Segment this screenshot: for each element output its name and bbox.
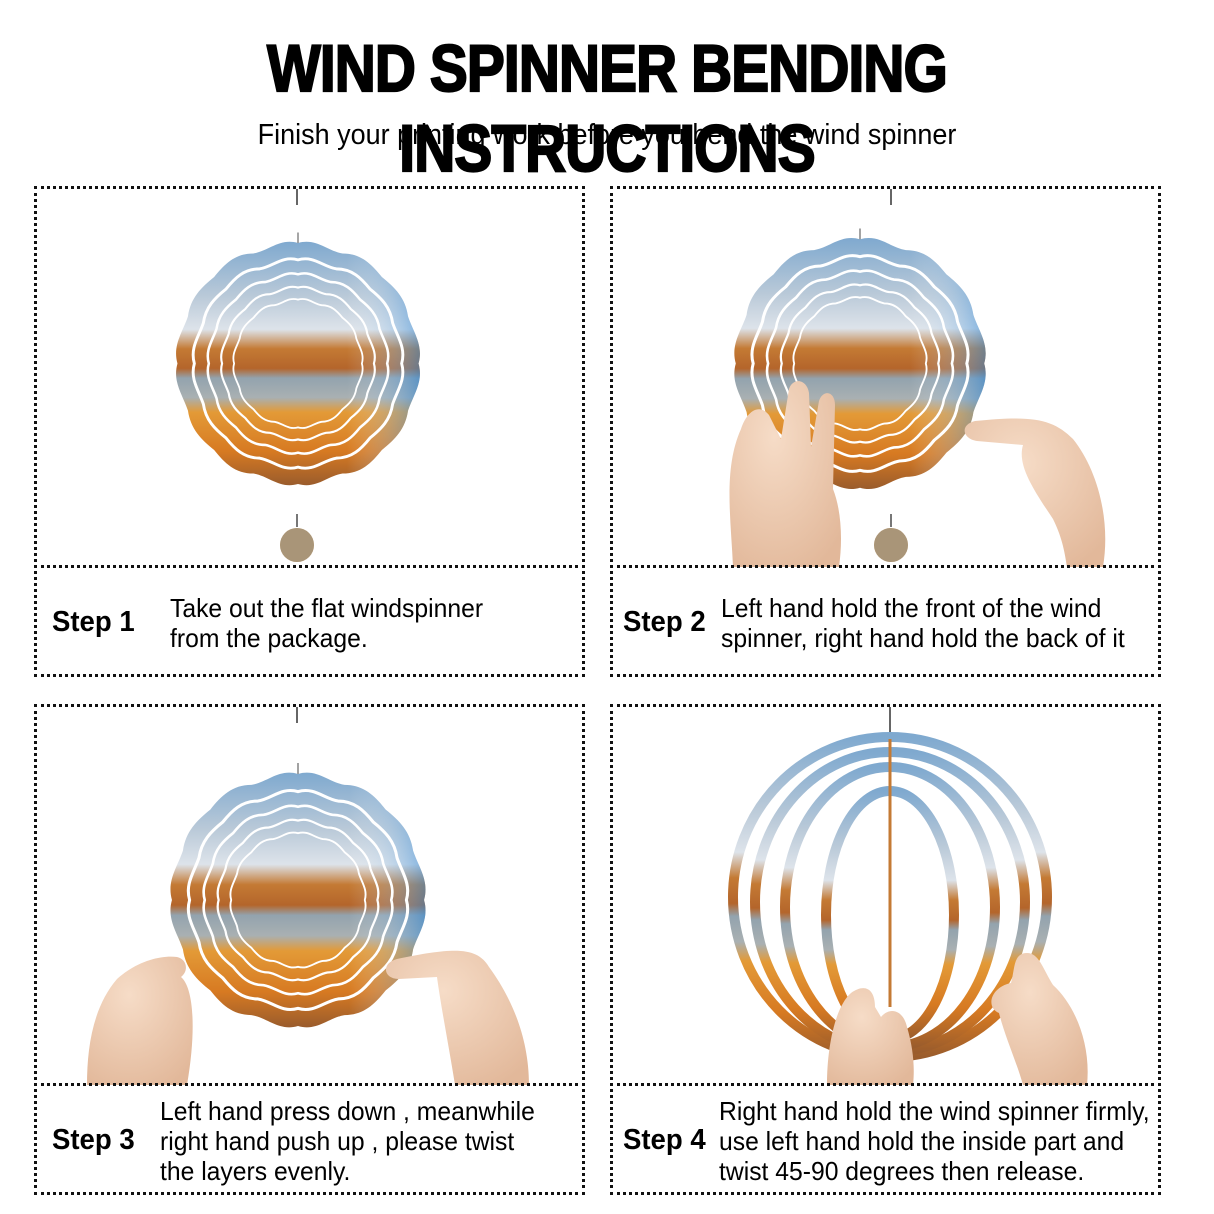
step-4-image bbox=[613, 707, 1158, 1085]
step-3-text: Left hand press down , meanwhile right h… bbox=[160, 1096, 535, 1186]
step-1-text: Take out the flat windspinner from the p… bbox=[170, 593, 483, 653]
step-2-line-1: Left hand hold the front of the wind bbox=[721, 592, 1102, 623]
step-4-line-1: Right hand hold the wind spinner firmly, bbox=[719, 1095, 1150, 1126]
step-4-panel: Step 4 Right hand hold the wind spinner … bbox=[610, 704, 1161, 1195]
step-3-caption: Step 3 Left hand press down , meanwhile … bbox=[34, 1083, 585, 1195]
step-1-label: Step 1 bbox=[52, 606, 135, 638]
step-4-line-2: use left hand hold the inside part and bbox=[719, 1125, 1125, 1156]
step-4-line-3: twist 45-90 degrees then release. bbox=[719, 1155, 1085, 1186]
page-subtitle: Finish your printing work before you ben… bbox=[257, 119, 957, 151]
step-2-panel: Step 2 Left hand hold the front of the w… bbox=[610, 186, 1161, 677]
step-1-panel: Step 1 Take out the flat windspinner fro… bbox=[34, 186, 585, 677]
step-4-label: Step 4 bbox=[623, 1124, 706, 1156]
step-4-caption: Step 4 Right hand hold the wind spinner … bbox=[610, 1083, 1161, 1195]
step-2-label: Step 2 bbox=[623, 606, 706, 638]
step-1-line-1: Take out the flat windspinner bbox=[170, 592, 484, 623]
step-1-image bbox=[37, 189, 582, 567]
step-3-line-2: right hand push up , please twist bbox=[160, 1125, 515, 1156]
step-1-line-2: from the package. bbox=[170, 622, 368, 653]
step-3-line-3: the layers evenly. bbox=[160, 1155, 351, 1186]
step-2-line-2: spinner, right hand hold the back of it bbox=[721, 622, 1125, 653]
page-title: WIND SPINNER BENDING INSTRUCTIONS bbox=[266, 30, 948, 186]
step-2-text: Left hand hold the front of the wind spi… bbox=[721, 593, 1125, 653]
step-3-image bbox=[37, 707, 582, 1085]
step-4-text: Right hand hold the wind spinner firmly,… bbox=[719, 1096, 1150, 1186]
step-3-label: Step 3 bbox=[52, 1124, 135, 1156]
step-2-caption: Step 2 Left hand hold the front of the w… bbox=[610, 565, 1161, 677]
step-3-line-1: Left hand press down , meanwhile bbox=[160, 1095, 535, 1126]
step-2-image bbox=[613, 189, 1158, 567]
step-1-caption: Step 1 Take out the flat windspinner fro… bbox=[34, 565, 585, 677]
step-3-panel: Step 3 Left hand press down , meanwhile … bbox=[34, 704, 585, 1195]
